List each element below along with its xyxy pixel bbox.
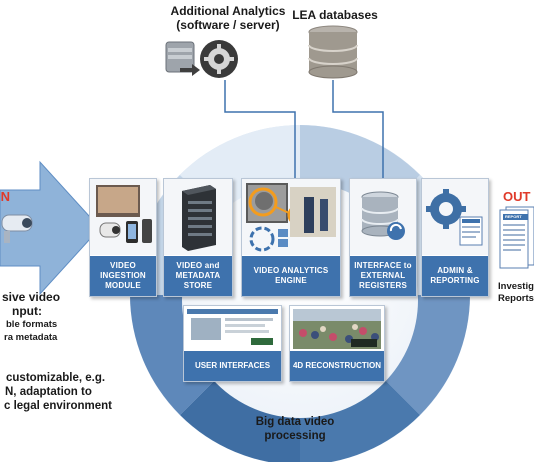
recon-label: 4D RECONSTRUCTION <box>290 351 384 381</box>
input-line-4: ra metadata <box>4 332 58 343</box>
video-analytics-engine-module: VIDEO ANALYTICS ENGINE <box>241 178 341 297</box>
store-label: VIDEO and METADATA STORE <box>164 256 232 296</box>
admin-reporting-module: ADMIN & REPORTING <box>421 178 489 297</box>
report-documents-icon <box>496 205 534 269</box>
video-ingestion-module: VIDEO INGESTION MODULE <box>89 178 157 297</box>
output-line-1: Investig <box>498 281 534 292</box>
admin-image <box>422 179 488 255</box>
custom-line-3: c legal environment <box>4 400 113 412</box>
input-line-3: ble formats <box>6 319 58 330</box>
admin-label: ADMIN & REPORTING <box>422 256 488 296</box>
gear-icon <box>200 40 238 78</box>
in-label: IN <box>0 189 10 204</box>
big-data-processing-title: Big data video processing <box>255 416 335 442</box>
analytics-engine-image <box>242 179 340 255</box>
ui-screenshot-image <box>187 309 278 349</box>
registers-image <box>350 179 416 255</box>
4d-reconstruction-module: 4D RECONSTRUCTION <box>289 305 385 382</box>
camera-icon <box>1 214 33 243</box>
reconstruction-image <box>293 309 381 349</box>
interface-external-registers-module: INTERFACE to EXTERNAL REGISTERS <box>349 178 417 297</box>
server-analytics-icon <box>165 41 200 76</box>
lea-title: LEA databases <box>292 8 378 22</box>
user-interfaces-module: USER INTERFACES <box>183 305 282 382</box>
input-line-1: sive video <box>2 290 61 304</box>
video-metadata-store-module: VIDEO and METADATA STORE <box>163 178 233 297</box>
ingestion-label: VIDEO INGESTION MODULE <box>90 256 156 296</box>
engine-label: VIDEO ANALYTICS ENGINE <box>242 256 340 296</box>
ui-label: USER INTERFACES <box>184 351 281 381</box>
server-rack-image <box>164 179 232 255</box>
custom-line-2: N, adaptation to <box>5 386 92 398</box>
input-line-2: nput: <box>12 304 42 318</box>
custom-line-1: customizable, e.g. <box>6 372 106 384</box>
report-doc-title: REPORT <box>505 214 522 219</box>
out-label: OUT <box>503 189 531 204</box>
analytics-title: Additional Analytics (software / server) <box>170 4 286 32</box>
output-line-2: Reports <box>498 293 534 304</box>
database-icon <box>308 25 358 79</box>
registers-label: INTERFACE to EXTERNAL REGISTERS <box>350 256 416 296</box>
ingestion-devices-image <box>90 179 156 255</box>
